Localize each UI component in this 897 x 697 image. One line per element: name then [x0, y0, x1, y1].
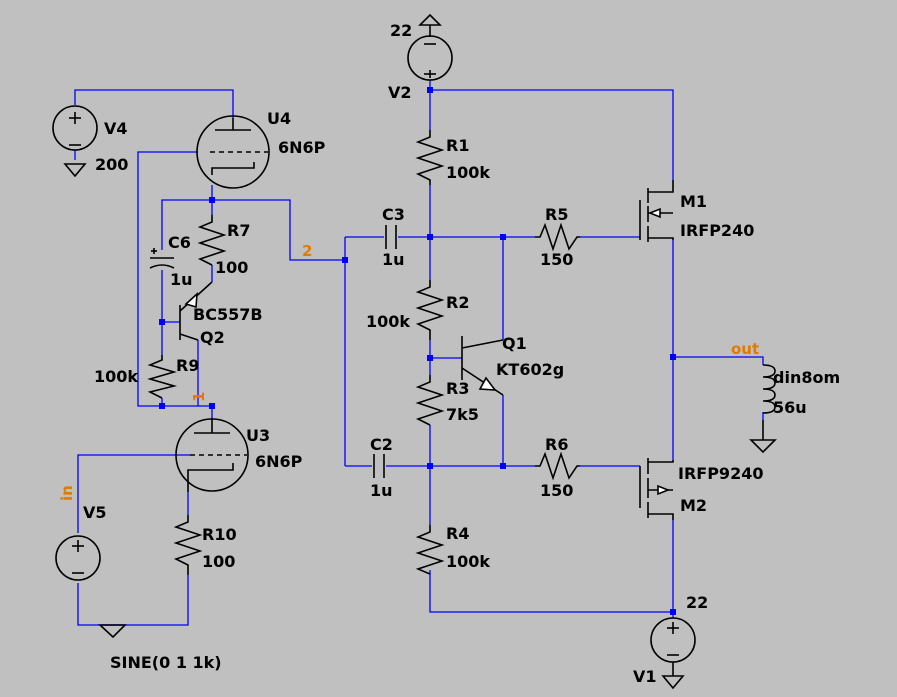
v1-value: 22 — [686, 593, 708, 612]
v4-value: 200 — [95, 155, 128, 174]
junctions — [159, 87, 676, 615]
c6-value: 1u — [170, 270, 193, 289]
c3-value: 1u — [382, 250, 405, 269]
q1-name: Q1 — [502, 334, 527, 353]
m2-model: IRFP9240 — [678, 464, 763, 483]
r9-value: 100k — [94, 367, 138, 386]
resistor-r4[interactable] — [415, 525, 445, 575]
resistor-r10[interactable] — [173, 515, 203, 575]
q2-model: BC557B — [193, 305, 263, 324]
v1-name: V1 — [633, 667, 657, 686]
q2-name: Q2 — [200, 328, 225, 347]
resistor-r3[interactable] — [415, 375, 445, 426]
u4-name: U4 — [267, 109, 291, 128]
net-label-1: 1 — [190, 392, 208, 402]
voltage-source-v2[interactable] — [407, 13, 453, 81]
resistor-r9[interactable] — [147, 355, 178, 399]
net-label-in: in — [58, 485, 76, 501]
resistor-r6[interactable] — [535, 451, 580, 481]
m1-model: IRFP240 — [680, 221, 754, 240]
c3-name: C3 — [382, 205, 405, 224]
u3-name: U3 — [246, 426, 270, 445]
resistor-r2[interactable] — [415, 280, 445, 340]
m1-name: M1 — [680, 192, 707, 211]
r6-value: 150 — [540, 481, 573, 500]
resistor-r7[interactable] — [197, 215, 227, 266]
r10-name: R10 — [202, 525, 237, 544]
v4-name: V4 — [104, 119, 128, 138]
m2-name: M2 — [680, 496, 707, 515]
r3-value: 7k5 — [446, 405, 479, 424]
v5-name: V5 — [83, 503, 107, 522]
r4-name: R4 — [446, 524, 469, 543]
v5-value: SINE(0 1 1k) — [110, 653, 222, 672]
u4-model: 6N6P — [278, 138, 326, 157]
capacitor-c6[interactable] — [149, 248, 175, 269]
c2-name: C2 — [370, 435, 393, 454]
tube-u4[interactable] — [196, 115, 270, 189]
voltage-source-v4[interactable] — [52, 105, 98, 178]
transistor-q1[interactable] — [461, 336, 504, 396]
r6-name: R6 — [545, 435, 568, 454]
r2-value: 100k — [366, 312, 410, 331]
resistor-r1[interactable] — [415, 130, 445, 185]
voltage-source-v5[interactable] — [55, 535, 127, 639]
v2-name: V2 — [388, 83, 412, 102]
r5-value: 150 — [540, 250, 573, 269]
r10-value: 100 — [202, 552, 235, 571]
net-label-2: 2 — [302, 242, 312, 260]
inductor-name: din8om — [773, 368, 840, 387]
r2-name: R2 — [446, 293, 469, 312]
r4-value: 100k — [446, 552, 490, 571]
net-label-out: out — [731, 340, 759, 358]
capacitor-c3[interactable] — [385, 225, 397, 249]
transistor-q2[interactable] — [179, 281, 213, 341]
inductor-value: 56u — [773, 398, 807, 417]
capacitor-c2[interactable] — [373, 454, 385, 478]
u3-model: 6N6P — [255, 452, 303, 471]
c6-name: C6 — [168, 233, 191, 252]
c2-value: 1u — [370, 481, 393, 500]
resistor-r5[interactable] — [535, 222, 580, 252]
r3-name: R3 — [446, 379, 469, 398]
r5-name: R5 — [545, 205, 568, 224]
inductor-load[interactable] — [749, 364, 777, 454]
v2-value: 22 — [390, 21, 412, 40]
r1-name: R1 — [446, 136, 469, 155]
q1-model: KT602g — [496, 360, 564, 379]
mosfet-m1[interactable] — [639, 180, 674, 242]
tube-u3[interactable] — [175, 418, 249, 492]
mosfet-m2[interactable] — [639, 458, 674, 520]
r7-value: 100 — [215, 258, 248, 277]
r1-value: 100k — [446, 163, 490, 182]
r9-name: R9 — [176, 356, 199, 375]
r7-name: R7 — [227, 221, 250, 240]
voltage-source-v1[interactable] — [650, 617, 696, 690]
